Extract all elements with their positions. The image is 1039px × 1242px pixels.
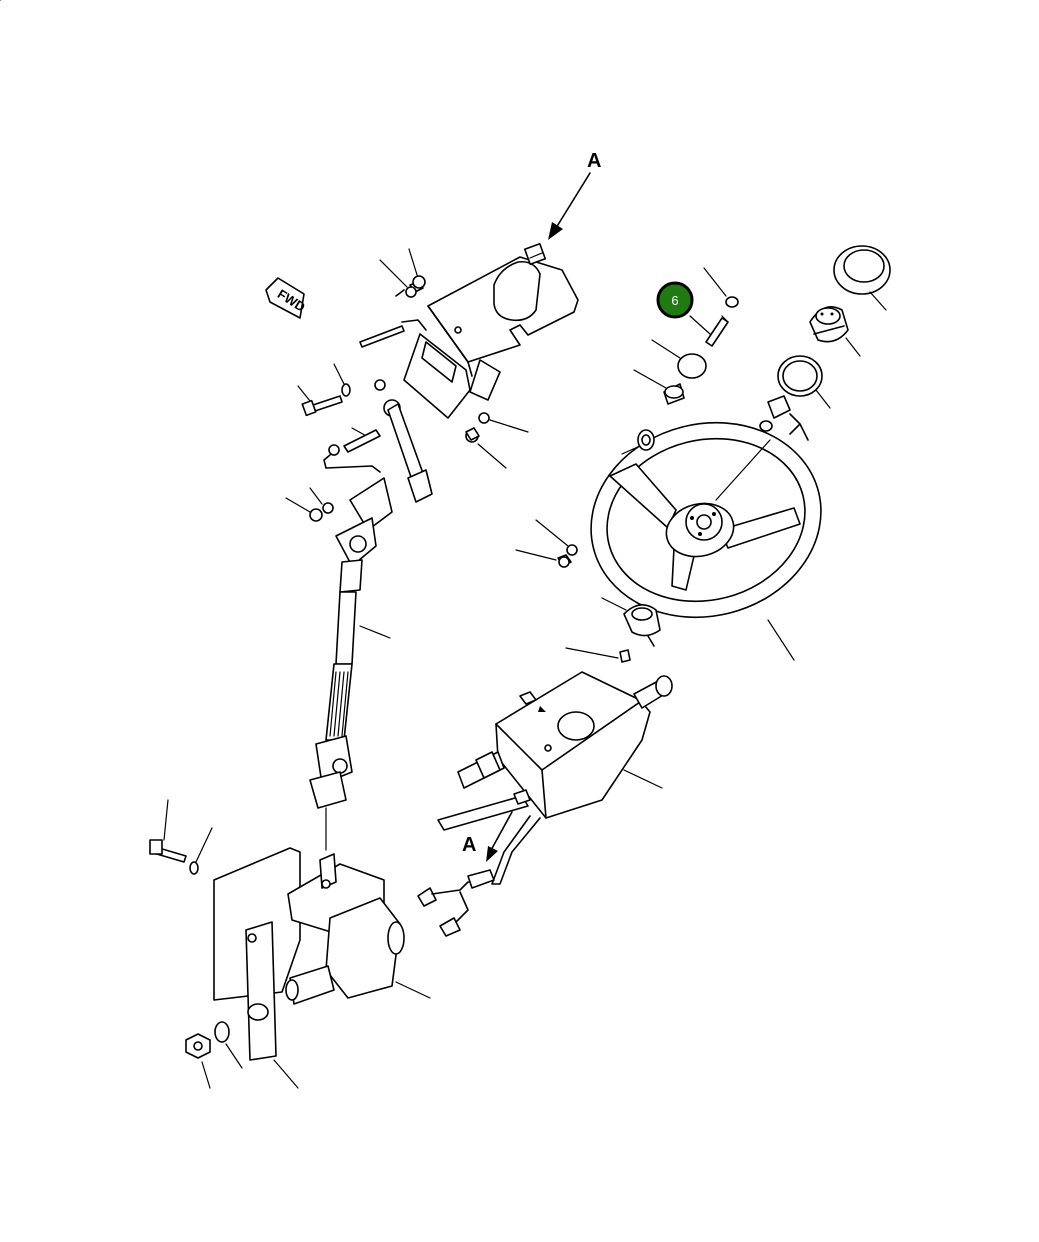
arrow-a-top-label: A (587, 150, 601, 172)
upper-universal-joint (285, 477, 393, 593)
arrow-a-top: A (548, 150, 601, 240)
wheel-nut-washer (515, 519, 578, 568)
callout-6-circle[interactable] (656, 281, 694, 319)
wire-connector (417, 869, 495, 937)
mid-bolts (297, 363, 386, 473)
horn-assembly (759, 245, 891, 441)
wheel-lower-parts (0, 0, 661, 663)
gearbox-nut (185, 1021, 243, 1089)
lower-universal-joint (309, 735, 353, 851)
callout-6-number: 6 (671, 293, 678, 308)
steering-gearbox (213, 847, 431, 1089)
steering-shaft (325, 591, 391, 741)
column-upper-bracket (403, 242, 579, 419)
callout-6[interactable]: 6 (656, 281, 711, 335)
arrow-a-bottom-label: A (462, 834, 476, 856)
tilt-lever (383, 399, 529, 503)
control-housing (437, 671, 673, 885)
wheel-top-parts (621, 267, 739, 455)
arrow-a-bottom: A (462, 811, 513, 862)
bracket-nuts (379, 248, 426, 298)
bracket-bolt (359, 319, 427, 348)
steering-wheel (590, 421, 822, 661)
fwd-arrow: FWD (265, 277, 308, 319)
gearbox-bolt (149, 799, 213, 875)
